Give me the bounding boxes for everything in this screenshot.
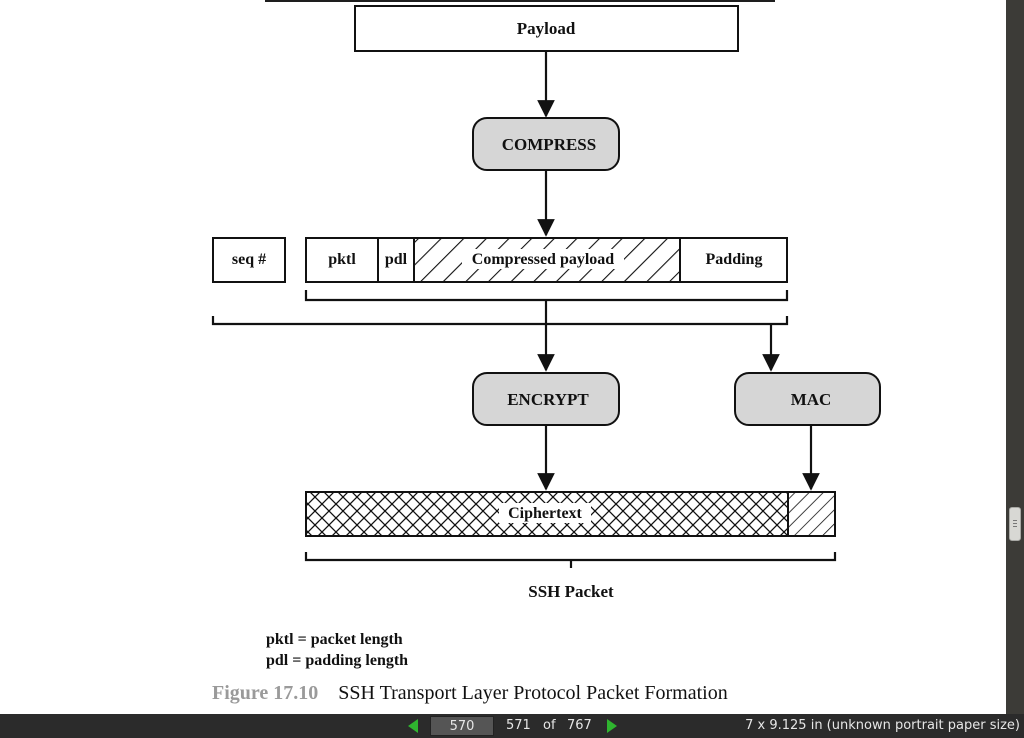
- ssh-packet-label: SSH Packet: [528, 582, 614, 601]
- document-page: Payload COMPRESS seq # pktl pdl: [0, 0, 1006, 714]
- compress-box: COMPRESS: [472, 117, 620, 171]
- compressed-payload-label: Compressed payload: [472, 251, 614, 268]
- figure-title: SSH Transport Layer Protocol Packet Form…: [338, 682, 728, 704]
- total-pages: 767: [567, 718, 592, 733]
- document-viewer: Payload COMPRESS seq # pktl pdl: [0, 0, 1024, 714]
- packet-row: pktl pdl Compressed payload Padding: [305, 237, 788, 283]
- pktl-label: pktl: [328, 251, 356, 268]
- ciphertext-row: Ciphertext: [305, 491, 836, 537]
- legend-pdl: pdl = padding length: [266, 652, 409, 669]
- compress-label: COMPRESS: [502, 135, 596, 154]
- diagram-legend: pktl = packet length pdl = padding lengt…: [266, 629, 408, 671]
- pdl-label: pdl: [385, 251, 408, 268]
- payload-box: Payload: [354, 5, 739, 52]
- scrollbar-thumb[interactable]: [1009, 507, 1021, 541]
- legend-pktl: pktl = packet length: [266, 631, 403, 648]
- figure-number: Figure 17.10: [212, 682, 319, 704]
- paper-size-label: 7 x 9.125 in (unknown portrait paper siz…: [745, 718, 1020, 733]
- previous-page-icon[interactable]: [408, 719, 418, 733]
- seq-label: seq #: [232, 251, 266, 268]
- encrypt-box: ENCRYPT: [472, 372, 620, 426]
- ciphertext-label: Ciphertext: [508, 505, 582, 522]
- ssh-packet-diagram: Payload COMPRESS seq # pktl pdl: [211, 5, 881, 601]
- payload-label: Payload: [517, 19, 576, 38]
- seq-box: seq #: [212, 237, 286, 283]
- figure-caption: Figure 17.10 SSH Transport Layer Protocol…: [212, 682, 728, 705]
- padding-label: Padding: [706, 251, 763, 268]
- next-page-icon[interactable]: [607, 719, 617, 733]
- bracket-packet: [304, 290, 789, 302]
- next-page-number: 571: [506, 718, 531, 733]
- status-bar: 571 of 767 7 x 9.125 in (unknown portrai…: [0, 714, 1024, 738]
- mac-label: MAC: [791, 390, 832, 409]
- vertical-scrollbar[interactable]: [1006, 0, 1024, 714]
- page-top-edge: [265, 0, 775, 2]
- page-number-input[interactable]: [430, 716, 494, 736]
- encrypt-label: ENCRYPT: [507, 390, 589, 409]
- mac-box: MAC: [734, 372, 881, 426]
- page-of-label: of: [543, 718, 556, 733]
- bracket-ssh-packet: [304, 552, 837, 562]
- bracket-full: [211, 316, 789, 326]
